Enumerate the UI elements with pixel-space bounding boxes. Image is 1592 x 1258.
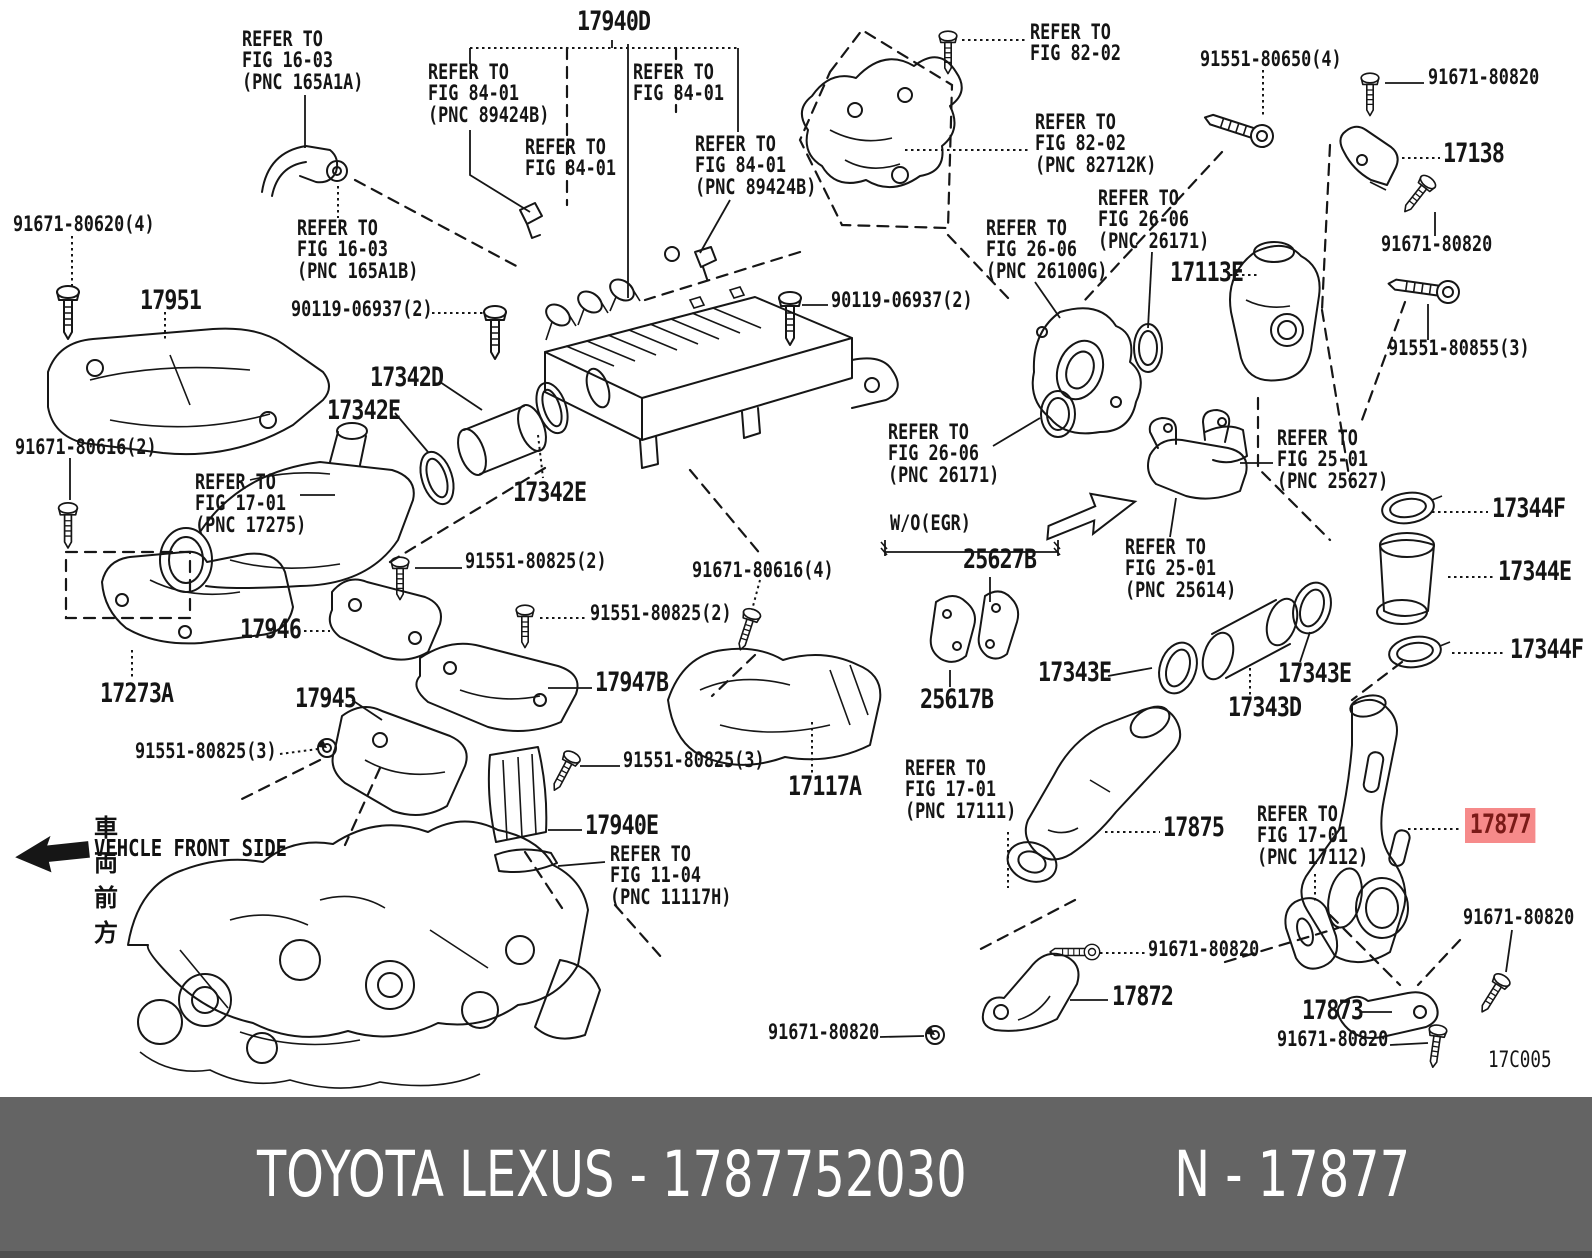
part-label-ref-25-01-a: REFER TO FIG 25-01 (PNC 25627) (1277, 426, 1389, 493)
hose-17342-drawing (419, 367, 611, 506)
throttle-body-drawing (1031, 307, 1163, 438)
bracket-17273a-drawing (101, 550, 294, 645)
footer-brand-part-number: TOYOTA LEXUS - 1787752030 (257, 1137, 967, 1211)
part-label-17343e-b: 17343E (1278, 658, 1352, 689)
part-label-17344f-a: 17344F (1492, 493, 1566, 524)
vehicle-front-label-en: VEHCLE FRONT SIDE (94, 836, 288, 862)
catalog-footer-bar: TOYOTA LEXUS - 1787752030 N - 17877 (0, 1097, 1592, 1258)
part-label-17872: 17872 (1112, 981, 1174, 1012)
hose-17344-drawing (1376, 491, 1451, 669)
part-label-ref-17-01-c: REFER TO FIG 17-01 (PNC 17112) (1257, 802, 1369, 869)
part-label-ref-26-06-c: REFER TO FIG 26-06 (PNC 26171) (888, 420, 1000, 487)
parts-diagram: 17940D REFER TO FIG 16-03 (PNC 165A1A) REF… (13, 6, 1585, 1089)
part-label-91551-80855: 91551-80855(3) (1388, 336, 1530, 360)
hose-fig16-03-drawing (261, 145, 348, 197)
part-label-17342e-b: 17342E (513, 477, 587, 508)
outlet-17113e-drawing (1229, 241, 1321, 382)
part-label-91671-80820-c: 91671-80820 (1463, 905, 1575, 929)
part-label-ref-17-01-a: REFER TO FIG 17-01 (PNC 17275) (195, 470, 307, 537)
part-label-17875: 17875 (1163, 812, 1225, 843)
part-label-ref-25-01-b: REFER TO FIG 25-01 (PNC 25614) (1125, 535, 1237, 602)
part-label-17940e: 17940E (585, 810, 659, 841)
part-label-91671-80616-4: 91671-80616(4) (692, 558, 834, 582)
part-label-diagram-code: 17C005 (1488, 1048, 1552, 1073)
direction-arrow-big (1046, 492, 1138, 541)
part-label-17138: 17138 (1443, 138, 1505, 169)
part-label-ref-84-01-d: REFER TO FIG 84-01 (PNC 89424B) (695, 132, 817, 199)
part-label-ref-84-01-b: REFER TO FIG 84-01 (633, 60, 725, 106)
bracket-17940d-lines (469, 40, 739, 298)
part-label-91551-80825-3b: 91551-80825(3) (623, 748, 765, 772)
part-label-17945: 17945 (295, 683, 357, 714)
part-label-91671-80616-2: 91671-80616(2) (15, 435, 157, 459)
part-label-17873: 17873 (1302, 995, 1364, 1026)
part-label-17940d: 17940D (577, 6, 651, 37)
footer-fig-number: N - 17877 (1173, 1137, 1410, 1211)
dashed-construction-lines (64, 28, 1462, 987)
part-label-91551-80825-3a: 91551-80825(3) (135, 739, 277, 763)
part-label-17344f-b: 17344F (1510, 634, 1584, 665)
part-label-17951: 17951 (140, 285, 202, 316)
part-label-ref-17-01-b: REFER TO FIG 17-01 (PNC 17111) (905, 756, 1017, 823)
part-label-ref-84-01-a: REFER TO FIG 84-01 (PNC 89424B) (428, 60, 550, 127)
sensor-icons (519, 202, 717, 280)
part-label-91551-80650: 91551-80650(4) (1200, 47, 1342, 71)
part-label-91671-80820-f: 91671-80820 (768, 1020, 880, 1044)
hose-17343-drawing (1158, 581, 1332, 695)
part-label-wo-egr: W/O(EGR) (890, 511, 971, 535)
part-label-17342d: 17342D (370, 362, 444, 393)
part-label-ref-82-02-a: REFER TO FIG 82-02 (1030, 20, 1122, 66)
part-label-17946: 17946 (240, 614, 302, 645)
bracket-25627b-25617b-drawing (929, 590, 1020, 663)
pipe-17877-drawing (1284, 694, 1411, 970)
part-label-17344e: 17344E (1498, 556, 1572, 587)
part-label-91671-80820-d: 91671-80820 (1148, 937, 1260, 961)
part-label-ref-16-03-b: REFER TO FIG 16-03 (PNC 165A1B) (297, 216, 419, 283)
heat-shield-17117a-drawing (667, 647, 882, 766)
bracket-17951-drawing (47, 327, 330, 456)
part-label-17877: 17877 (1465, 808, 1536, 843)
part-label-91671-80820-b: 91671-80820 (1381, 232, 1493, 256)
vehicle-front-arrow-icon (15, 835, 90, 873)
bracket-17872-drawing (981, 952, 1080, 1032)
part-label-91671-80620: 91671-80620(4) (13, 212, 155, 236)
part-label-91551-80825-2b: 91551-80825(2) (590, 601, 732, 625)
part-label-91671-80820-e: 91671-80820 (1277, 1027, 1389, 1051)
part-label-ref-11-04: REFER TO FIG 11-04 (PNC 11117H) (610, 842, 732, 909)
bracket-17945-drawing (331, 706, 468, 816)
part-labels-layer: 17940D REFER TO FIG 16-03 (PNC 165A1A) REF… (13, 6, 1584, 1073)
part-label-17117a: 17117A (788, 771, 862, 802)
part-label-17343e-a: 17343E (1038, 657, 1112, 688)
water-pipe-25614-drawing (1147, 409, 1248, 500)
bracket-17940e-drawing (487, 746, 558, 873)
part-label-17947b: 17947B (595, 667, 669, 698)
part-label-ref-84-01-c: REFER TO FIG 84-01 (525, 135, 617, 181)
bracket-17946-drawing (328, 578, 442, 661)
part-label-17273a: 17273A (100, 678, 174, 709)
engine-drawing (127, 820, 601, 1089)
part-label-90119-06937-b: 90119-06937(2) (831, 288, 973, 312)
vehicle-front-label-jp: 車両前方 (94, 814, 120, 947)
part-label-90119-06937-a: 90119-06937(2) (291, 297, 433, 321)
pipe-17875-drawing (1006, 705, 1182, 883)
part-label-ref-26-06-b: REFER TO FIG 26-06 (PNC 26100G) (986, 216, 1108, 283)
part-label-25627b: 25627B (963, 544, 1037, 575)
bracket-17138-drawing (1339, 125, 1399, 191)
part-label-17343d: 17343D (1228, 692, 1302, 723)
part-label-17342e-a: 17342E (327, 395, 401, 426)
leader-lines (69, 39, 1513, 1046)
part-label-91671-80820-a: 91671-80820 (1428, 65, 1540, 89)
part-label-17113e: 17113E (1170, 257, 1244, 288)
diagram-line-art (47, 28, 1513, 1089)
part-label-ref-82-02-b: REFER TO FIG 82-02 (PNC 82712K) (1035, 110, 1157, 177)
bracket-fig82-02-drawing (801, 56, 963, 188)
intercooler-drawing (544, 278, 899, 469)
part-label-25617b: 25617B (920, 684, 994, 715)
bracket-17947b-drawing (415, 642, 579, 732)
part-label-ref-26-06-a: REFER TO FIG 26-06 (PNC 26171) (1098, 186, 1210, 253)
bracket-17873-drawing (1336, 991, 1439, 1039)
part-label-ref-16-03-a: REFER TO FIG 16-03 (PNC 165A1A) (242, 27, 364, 94)
part-label-91551-80825-2a: 91551-80825(2) (465, 549, 607, 573)
